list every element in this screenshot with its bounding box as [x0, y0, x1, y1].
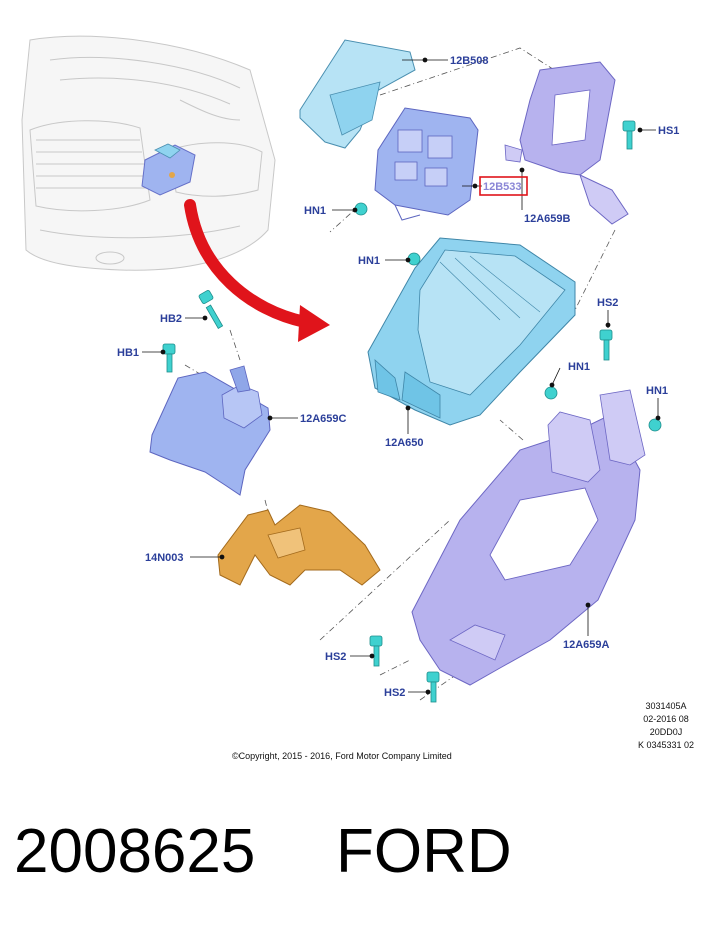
- callout-HS1: HS1: [658, 125, 679, 137]
- callout-HN1-upper: HN1: [304, 205, 326, 217]
- callout-HN1-mid: HN1: [358, 255, 380, 267]
- footer-part-number: 2008625: [14, 817, 256, 886]
- fastener-HS2-bolt-lower-b: [426, 671, 440, 703]
- callout-12B533: 12B533: [483, 181, 522, 193]
- part-12A650-module: [367, 237, 576, 426]
- fastener-HS2-bolt-right: [599, 329, 613, 361]
- callout-14N003: 14N003: [145, 552, 184, 564]
- callout-12A659A: 12A659A: [563, 639, 610, 651]
- callout-12B508: 12B508: [450, 55, 489, 67]
- part-12B533-module: [374, 107, 479, 221]
- callout-HS2-lower-b: HS2: [384, 687, 405, 699]
- callout-HB1: HB1: [117, 347, 139, 359]
- red-curved-arrow: [184, 199, 330, 342]
- fastener-HS2-bolt-lower-a: [369, 635, 383, 667]
- footer-brand: FORD: [336, 817, 512, 886]
- callout-HS2-lower-a: HS2: [325, 651, 346, 663]
- fastener-HN1-nut-right-a: [544, 386, 558, 400]
- drawing-reference: K 0345331 02: [637, 740, 695, 750]
- part-14N003-support: [217, 504, 381, 586]
- part-12B508-shield: [299, 39, 416, 149]
- callout-leaders: [142, 57, 661, 695]
- part-12A659C-bracket: [149, 365, 271, 496]
- callout-HS2-right: HS2: [597, 297, 618, 309]
- callout-12A650: 12A650: [385, 437, 424, 449]
- exploded-parts-diagram: 12B508 HS1 HN1 12B533 12A659B HN1 HB2 HB…: [21, 35, 679, 703]
- callout-HN1-right-a: HN1: [568, 361, 590, 373]
- fastener-HB2-bolt: [198, 290, 224, 329]
- callout-labels: 12B508 HS1 HN1 12B533 12A659B HN1 HB2 HB…: [117, 55, 679, 699]
- drawing-number: 3031405A: [645, 701, 687, 711]
- fastener-HS1-bolt: [622, 120, 636, 150]
- vehicle-front-sketch: [21, 35, 276, 271]
- fastener-HN1-nut-right-b: [648, 418, 662, 432]
- drawing-info: 3031405A 02-2016 08 20DD0J K 0345331 02: [626, 700, 706, 752]
- highlight-box-12B533: [479, 176, 528, 196]
- drawing-date: 02-2016 08: [643, 714, 689, 724]
- part-12A659A-bracket: [411, 389, 646, 686]
- callout-HB2: HB2: [160, 313, 182, 325]
- callout-HN1-right-b: HN1: [646, 385, 668, 397]
- callout-12A659C: 12A659C: [300, 413, 347, 425]
- drawing-code: 20DD0J: [649, 727, 683, 737]
- module-location-icon: [141, 143, 196, 196]
- fastener-HB1-bolt: [162, 343, 176, 373]
- copyright-notice: ©Copyright, 2015 - 2016, Ford Motor Comp…: [232, 751, 452, 761]
- callout-12A659B: 12A659B: [524, 213, 571, 225]
- part-12A659B-bracket: [504, 61, 629, 225]
